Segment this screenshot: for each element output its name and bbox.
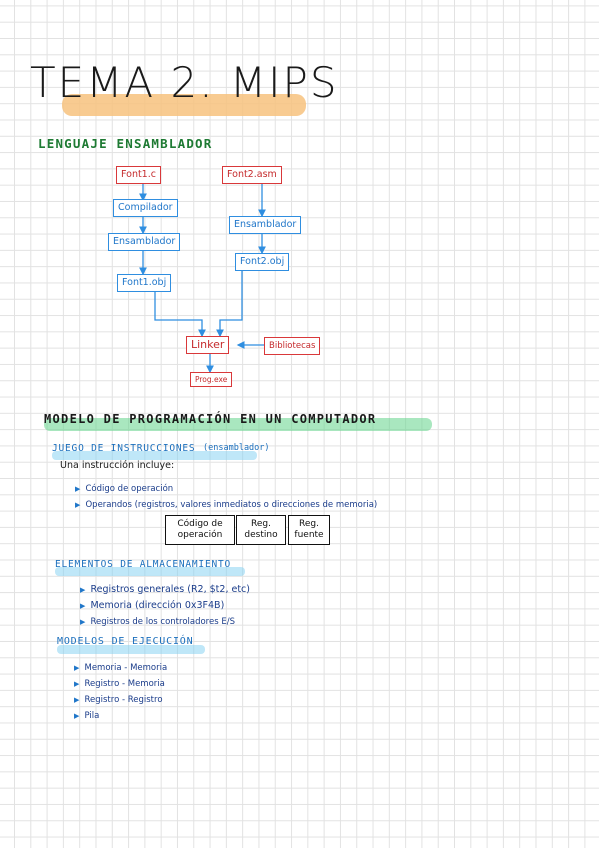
box-prog-exe: Prog.exe: [190, 372, 233, 387]
bullet-arrow-icon: ▶: [74, 664, 80, 672]
almac-item-1: ▶ Registros generales (R2, $t2, etc): [80, 584, 250, 595]
box-font1-c: Font1.c: [116, 166, 161, 184]
box-linker: Linker: [186, 336, 230, 354]
juego-highlight: [52, 451, 257, 460]
title-highlight: [62, 94, 306, 116]
box-ensamblador-right: Ensamblador: [229, 216, 302, 234]
bullet-arrow-icon: ▶: [74, 680, 80, 688]
juego-instrucciones-heading: JUEGO DE INSTRUCCIONES: [52, 443, 196, 454]
box-font2-obj: Font2.obj: [235, 253, 290, 271]
bullet-arrow-icon: ▶: [80, 586, 86, 594]
page-title: TEMA 2. MIPS: [30, 58, 339, 107]
bullet-arrow-icon: ▶: [75, 501, 81, 509]
instr-item-2: ▶ Operandos (registros, valores inmediat…: [75, 500, 378, 510]
ejec-item-1: ▶ Memoria - Memoria: [74, 663, 168, 673]
box-font1-obj: Font1.obj: [117, 274, 172, 292]
instr-item-1: ▶ Código de operación: [75, 484, 174, 494]
subtitle-lenguaje-ensamblador: LENGUAJE ENSAMBLADOR: [38, 136, 213, 151]
box-reg-fuente: Reg. fuente: [288, 515, 330, 545]
box-ensamblador-left: Ensamblador: [108, 233, 181, 251]
juego-note: (ensamblador): [203, 443, 270, 453]
section-heading-modelo-programacion: MODELO DE PROGRAMACIÓN EN UN COMPUTADOR: [44, 412, 377, 426]
box-codigo-operacion: Código de operación: [165, 515, 235, 545]
ejec-item-2: ▶ Registro - Memoria: [74, 679, 165, 689]
ejecucion-highlight: [57, 645, 205, 654]
bullet-arrow-icon: ▶: [80, 618, 86, 626]
ejec-item-4: ▶ Pila: [74, 711, 100, 721]
bullet-arrow-icon: ▶: [75, 485, 81, 493]
almac-highlight: [55, 567, 245, 576]
almac-item-2: ▶ Memoria (dirección 0x3F4B): [80, 600, 225, 611]
instr-intro: Una instrucción incluye:: [60, 460, 175, 471]
section-heading-highlight: [44, 418, 432, 431]
almacenamiento-heading: ELEMENTOS DE ALMACENAMIENTO: [55, 559, 232, 570]
bullet-arrow-icon: ▶: [74, 696, 80, 704]
box-bibliotecas: Bibliotecas: [264, 337, 321, 355]
bullet-arrow-icon: ▶: [80, 602, 86, 610]
almac-item-3: ▶ Registros de los controladores E/S: [80, 617, 235, 627]
modelos-ejecucion-heading: MODELOS DE EJECUCIÓN: [57, 636, 194, 647]
ejec-item-3: ▶ Registro - Registro: [74, 695, 163, 705]
bullet-arrow-icon: ▶: [74, 712, 80, 720]
box-reg-destino: Reg. destino: [236, 515, 286, 545]
box-font2-asm: Font2.asm: [222, 166, 282, 184]
box-compilador: Compilador: [113, 199, 178, 217]
